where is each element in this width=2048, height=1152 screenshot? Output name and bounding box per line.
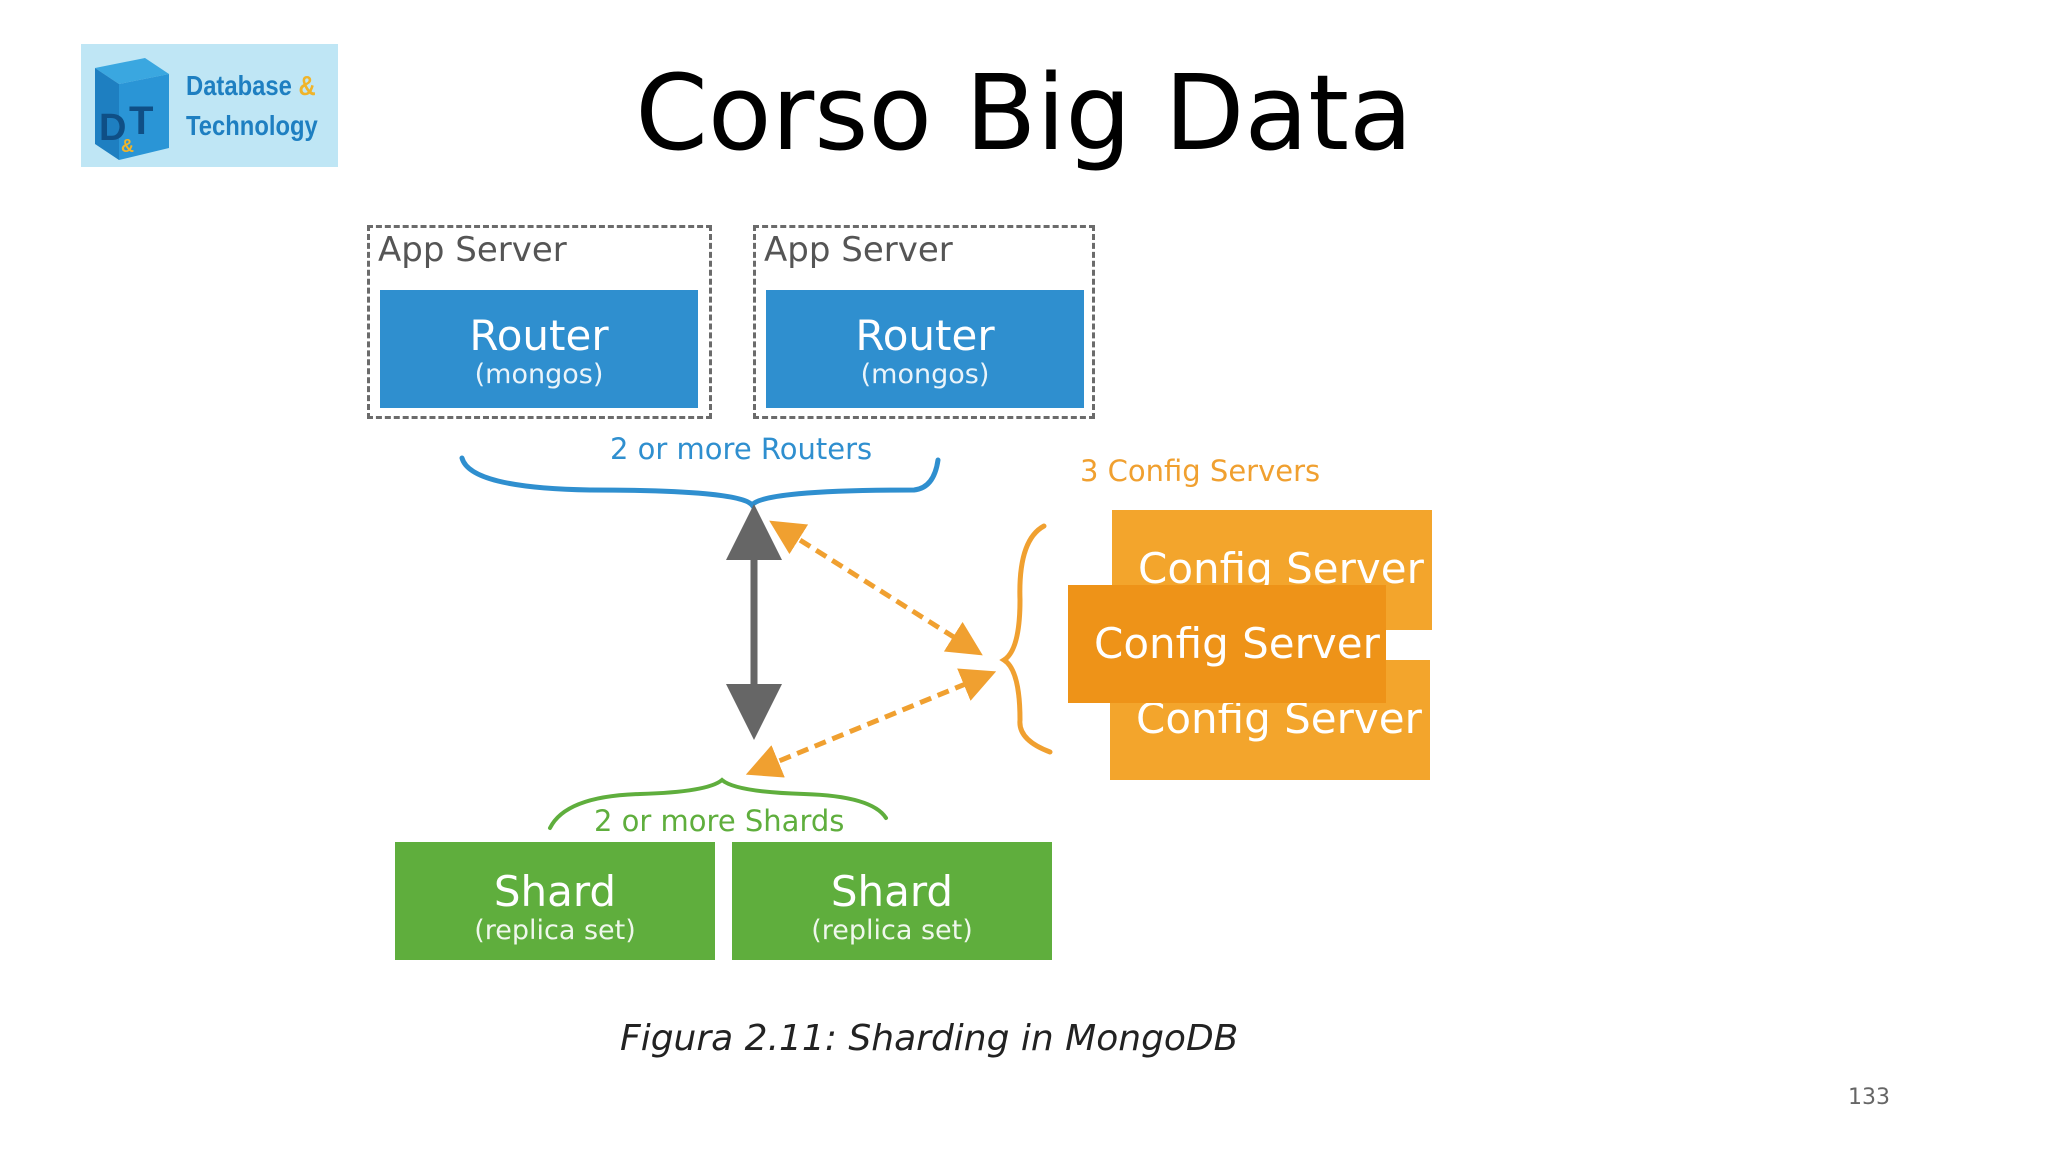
app-server-label: App Server [378,230,567,270]
logo: D T & Database & Technology [81,44,338,167]
logo-line1: Database & [186,70,316,101]
routers-brace-label: 2 or more Routers [610,432,873,466]
page-number: 133 [1848,1085,1890,1110]
router-box-2: Router (mongos) [766,290,1084,408]
svg-text:D: D [99,107,126,149]
shard-title: Shard [493,867,617,916]
router-title: Router [855,311,995,360]
config-servers-label: 3 Config Servers [1080,454,1321,488]
page-title: Corso Big Data [635,52,1413,174]
shard-title: Shard [830,867,954,916]
svg-text:T: T [129,99,153,143]
router-title: Router [469,311,609,360]
app-server-1: App Server Router (mongos) [367,225,712,419]
svg-text:&: & [121,136,134,156]
database-cube-icon: D T & [95,58,169,160]
shards-brace-label: 2 or more Shards [594,804,845,838]
shard-box-1: Shard (replica set) [395,842,715,960]
logo-line2: Technology [186,110,318,141]
config-server-2: Config Server [1068,585,1386,703]
shards-brace [548,777,888,830]
config-brace [999,523,1053,755]
figure-caption: Figura 2.11: Sharding in MongoDB [620,1018,1239,1059]
app-server-2: App Server Router (mongos) [753,225,1095,419]
shard-box-2: Shard (replica set) [732,842,1052,960]
routers-brace [459,455,941,509]
app-server-label: App Server [764,230,953,270]
shard-config-arrow [745,668,997,778]
shard-subtitle: (replica set) [474,915,636,946]
router-subtitle: (mongos) [474,359,604,390]
router-box-1: Router (mongos) [380,290,698,408]
router-config-arrow [769,520,983,656]
shard-subtitle: (replica set) [811,915,973,946]
router-subtitle: (mongos) [860,359,990,390]
